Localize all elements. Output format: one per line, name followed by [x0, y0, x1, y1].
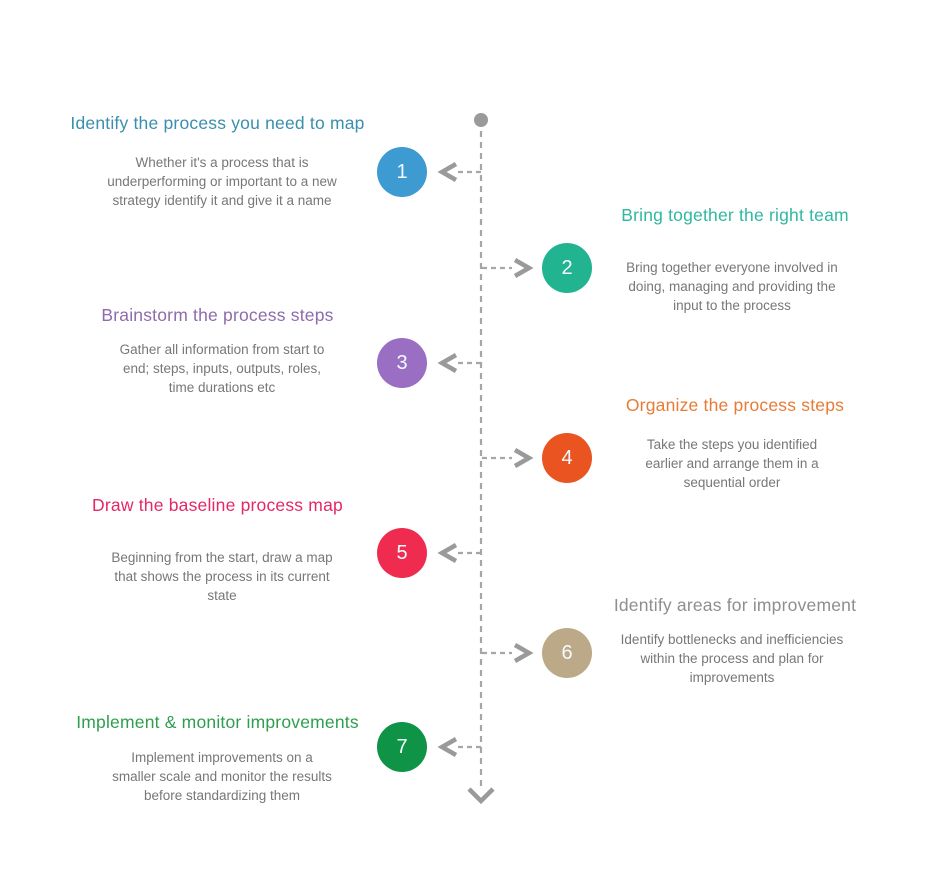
step-3-description: Gather all information from start to end…	[119, 342, 325, 395]
step-4-number: 4	[561, 447, 573, 469]
step-4-description: Take the steps you identified earlier an…	[645, 437, 819, 490]
step-1-number: 1	[396, 161, 408, 183]
step-6-circle: 6	[542, 628, 592, 678]
connector-arrow-step-1	[437, 162, 481, 182]
step-5-description: Beginning from the start, draw a map tha…	[111, 550, 333, 603]
timeline-start-dot	[474, 113, 488, 127]
step-7-title: Implement & monitor improvements	[76, 712, 359, 732]
step-7-description: Implement improvements on a smaller scal…	[112, 750, 332, 803]
step-1-description: Whether it's a process that is underperf…	[107, 155, 337, 208]
step-5-number: 5	[396, 542, 408, 564]
connector-arrow-step-2	[482, 258, 534, 278]
step-4-circle: 4	[542, 433, 592, 483]
connector-arrow-step-5	[437, 543, 481, 563]
step-1-title: Identify the process you need to map	[70, 113, 365, 133]
step-6-title: Identify areas for improvement	[613, 595, 857, 615]
connector-arrow-step-6	[482, 643, 534, 663]
step-3-title: Brainstorm the process steps	[101, 305, 334, 325]
timeline-end-arrow-icon	[467, 787, 495, 805]
connector-arrow-step-7	[437, 737, 481, 757]
connector-arrow-step-4	[482, 448, 534, 468]
step-1-circle: 1	[377, 147, 427, 197]
step-6-description: Identify bottlenecks and inefficiencies …	[620, 632, 844, 685]
step-5-circle: 5	[377, 528, 427, 578]
step-2-title: Bring together the right team	[621, 205, 849, 225]
step-2-number: 2	[561, 257, 573, 279]
step-2-description: Bring together everyone involved in doin…	[626, 260, 838, 313]
connector-arrow-step-3	[437, 353, 481, 373]
step-5-title: Draw the baseline process map	[92, 495, 343, 515]
step-6-number: 6	[561, 642, 573, 664]
step-7-circle: 7	[377, 722, 427, 772]
step-4-title: Organize the process steps	[625, 395, 845, 415]
step-3-number: 3	[396, 352, 408, 374]
step-2-circle: 2	[542, 243, 592, 293]
step-3-circle: 3	[377, 338, 427, 388]
step-7-number: 7	[396, 736, 408, 758]
